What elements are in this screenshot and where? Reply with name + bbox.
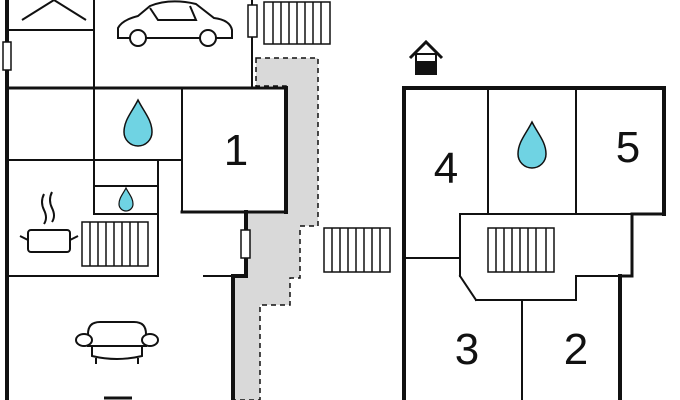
stairs-icon	[81, 221, 149, 267]
room-label-1: 1	[224, 126, 248, 175]
roof-chevron	[21, 0, 87, 21]
room-label-4: 4	[434, 144, 458, 193]
left-floor: 1	[2, 0, 331, 400]
cooking-pot-icon	[19, 191, 79, 253]
sofa-icon	[75, 321, 159, 364]
door-marker	[2, 41, 12, 71]
room-label-2: 2	[564, 325, 588, 374]
stairs-icon	[323, 227, 391, 273]
car-icon	[117, 0, 233, 47]
room-label-5: 5	[616, 123, 640, 172]
house-icon	[408, 39, 444, 75]
corridor-area	[232, 57, 319, 400]
water-drop-icon	[517, 120, 547, 169]
door-marker	[240, 229, 251, 259]
water-drop-icon	[118, 186, 134, 212]
right-floor: 4 5 3 2	[402, 39, 666, 400]
stairs-icon	[263, 1, 331, 45]
stairs-icon	[487, 227, 555, 273]
room-label-3: 3	[455, 325, 479, 374]
door-marker	[247, 4, 258, 38]
water-drop-icon	[123, 98, 153, 147]
right-walls	[402, 86, 666, 400]
